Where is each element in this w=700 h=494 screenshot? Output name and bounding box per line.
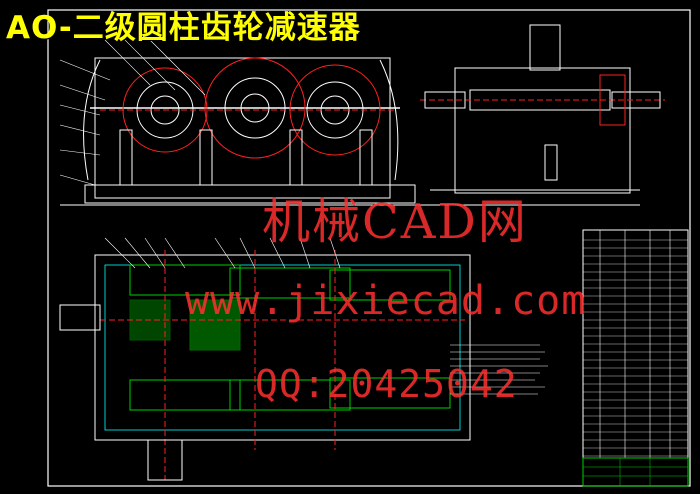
title-block-frame	[582, 457, 689, 487]
gear-section-1	[129, 264, 241, 296]
top-inner-wall	[104, 264, 461, 431]
gear-section-3	[329, 269, 451, 301]
side-bearing	[599, 74, 626, 126]
watermark-url: www.jixiecad.com	[185, 278, 587, 324]
drawing-frame	[47, 9, 691, 487]
hatched-gear-1	[189, 299, 241, 351]
input-shaft-end	[424, 91, 466, 109]
parts-list-rows	[583, 239, 688, 457]
top-housing	[94, 254, 471, 441]
oil-gauge	[544, 144, 558, 181]
front-housing	[94, 57, 391, 199]
gear-section-6	[329, 377, 451, 409]
watermark-brand: 机械CAD网	[262, 194, 528, 250]
bearing-circle-2	[224, 77, 286, 139]
front-bolts	[119, 129, 373, 186]
side-view	[420, 24, 665, 194]
technical-notes	[450, 344, 548, 395]
base-flange	[84, 184, 416, 204]
side-housing	[454, 67, 631, 194]
input-shaft-top	[59, 304, 101, 331]
top-view	[59, 237, 471, 481]
leader-lines-top	[104, 237, 341, 269]
housing-curve-right	[379, 59, 399, 181]
shaft-circle-2	[240, 93, 270, 123]
gear-section-5	[229, 379, 351, 411]
housing-curve-left	[83, 59, 101, 181]
gear-section-4	[129, 379, 241, 411]
title-block	[582, 457, 689, 487]
inspection-cover	[529, 24, 561, 71]
front-view	[59, 39, 640, 206]
parts-list	[582, 229, 689, 459]
output-shaft-end	[611, 91, 661, 109]
drawing-title: AO-二级圆柱齿轮减速器	[6, 10, 361, 46]
gear-section-2	[229, 267, 351, 299]
gear-circle-2	[204, 57, 306, 159]
output-shaft-top	[147, 439, 183, 481]
watermark-qq: QQ:20425042	[255, 362, 518, 406]
leader-lines-left	[59, 39, 206, 186]
